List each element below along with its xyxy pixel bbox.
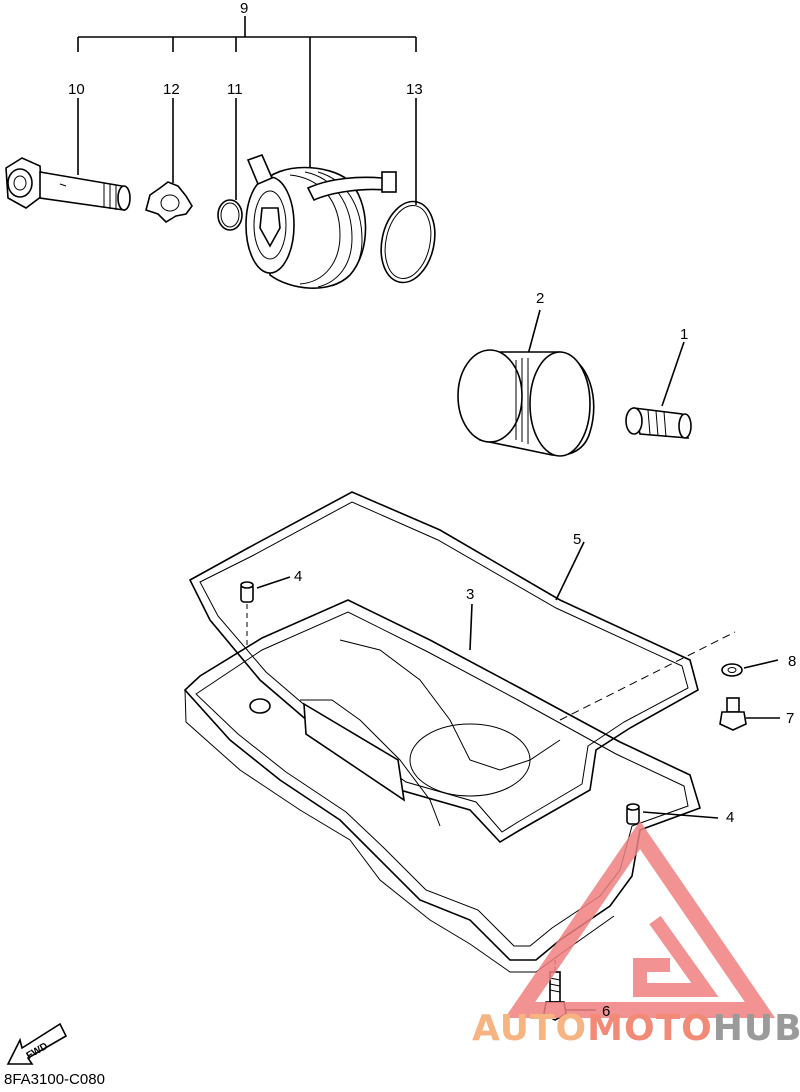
forward-arrow-icon: FWD (6, 1022, 68, 1065)
drawing-code: 8FA3100-C080 (4, 1071, 105, 1088)
callout-7: 7 (786, 710, 794, 727)
callout-6: 6 (602, 1003, 610, 1020)
part-2-oil-filter (457, 309, 595, 457)
part-3-oil-pan (183, 599, 701, 973)
watermark-hub: HUB (712, 1008, 800, 1049)
part-4-dowel-pin-upper (240, 576, 291, 650)
part-13-o-ring (380, 200, 436, 284)
part-4-dowel-pin-lower (626, 803, 719, 825)
callout-13: 13 (406, 81, 423, 98)
callout-tree-9 (77, 16, 417, 205)
part-10-hollow-bolt (5, 157, 131, 211)
part-5-gasket (188, 491, 736, 844)
callout-11: 11 (227, 81, 243, 98)
callout-4-lower: 4 (726, 809, 734, 826)
callout-2: 2 (536, 290, 544, 307)
watermark-brand-text: AUTOMOTOHUB (472, 1008, 800, 1049)
callout-3: 3 (466, 586, 474, 603)
callout-12: 12 (163, 81, 180, 98)
callout-1: 1 (680, 326, 688, 343)
part-1-stud (625, 341, 692, 439)
part-7-drain-bolt (719, 697, 780, 731)
part-8-washer (721, 659, 779, 677)
watermark-moto: MOTO (587, 1008, 713, 1049)
part-9-oil-cooler (245, 153, 397, 289)
callout-10: 10 (68, 81, 85, 98)
watermark-auto: AUTO (472, 1008, 588, 1049)
part-11-o-ring (217, 199, 243, 231)
callout-5: 5 (573, 531, 581, 548)
part-12-lock-washer (145, 181, 193, 224)
callout-8: 8 (788, 653, 796, 670)
callout-4-upper: 4 (294, 568, 302, 585)
watermark-logo-triangle (504, 820, 776, 1018)
callout-9: 9 (240, 0, 248, 17)
